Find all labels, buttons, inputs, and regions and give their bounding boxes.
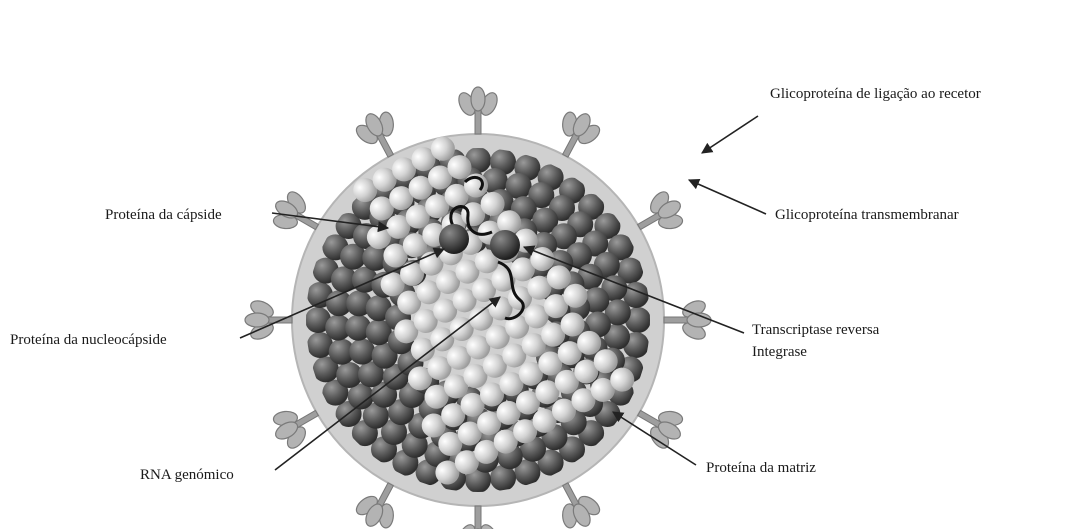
leader-transmembrane-glycoprotein [689,180,766,214]
leader-receptor-glycoprotein [702,116,758,153]
label-genomic-rna: RNA genómico [140,467,234,483]
label-matrix-protein: Proteína da matriz [706,460,816,476]
glycoprotein-spike-icon [456,506,501,529]
label-nucleocapsid-protein: Proteína da nucleocápside [10,332,167,348]
glycoprotein-spike-icon [245,298,292,343]
label-transmembrane-glycoprotein: Glicoproteína transmembranar [775,207,959,223]
enzyme-particle [490,230,520,260]
label-receptor-glycoprotein: Glicoproteína de ligação ao recetor [770,86,981,102]
label-reverse-transcriptase: Transcriptase reversa [752,322,880,338]
label-integrase: Integrase [752,344,807,360]
glycoprotein-spike-icon [456,87,501,134]
label-capsid-protein: Proteína da cápside [105,207,222,223]
